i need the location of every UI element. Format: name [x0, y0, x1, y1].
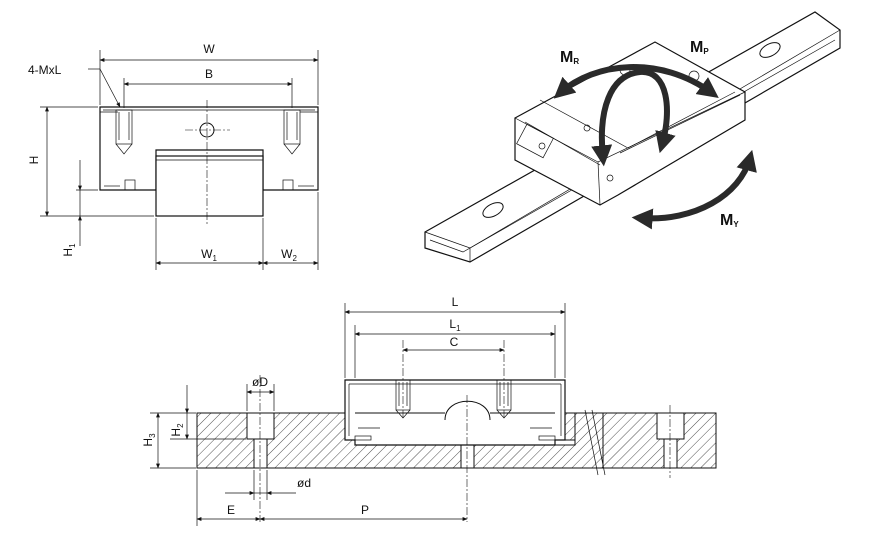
dim-h2-label: H2: [169, 423, 185, 437]
dim-smalld-label: ød: [297, 476, 311, 490]
dim-e-label: E: [227, 503, 235, 517]
moment-pitch-arrow: [591, 69, 676, 167]
front-view: W B 4-MxL H H1 W1 W2: [27, 42, 319, 270]
rail-hole-3: [656, 412, 685, 469]
svg-text:H3: H3: [141, 433, 157, 447]
dim-p-label: P: [361, 503, 369, 517]
side-section-view: L L1 C øD H2 H3 ød: [141, 295, 717, 526]
dim-h-label: H: [27, 156, 41, 165]
dim-mxl-label: 4-MxL: [28, 63, 62, 77]
dim-c-label: C: [450, 335, 459, 349]
moment-mr-label: MR: [560, 49, 579, 66]
dim-w1-label: W1: [201, 247, 217, 263]
moment-mp-label: MP: [690, 39, 709, 56]
dim-b-label: B: [205, 67, 213, 81]
dim-h1-label: H1: [61, 243, 77, 257]
dim-w2-label: W2: [281, 247, 297, 263]
dim-h3-label: H3: [141, 433, 157, 447]
dim-l-label: L: [452, 295, 459, 309]
moment-roll-arrow: [553, 64, 719, 99]
rail-front: [155, 155, 264, 217]
svg-text:H2: H2: [169, 423, 185, 437]
dim-w-label: W: [203, 42, 215, 56]
moment-yaw-arrow: [631, 149, 757, 230]
mount-hole-left: [115, 109, 133, 155]
dim-l1-label: L1: [449, 317, 461, 333]
dim-bigd-label: øD: [252, 375, 268, 389]
isometric-view: MR MP MY: [424, 11, 841, 263]
rail-hole-1: [246, 412, 275, 469]
svg-text:H1: H1: [61, 243, 77, 257]
moment-my-label: MY: [720, 212, 739, 229]
mount-hole-right: [283, 109, 301, 155]
